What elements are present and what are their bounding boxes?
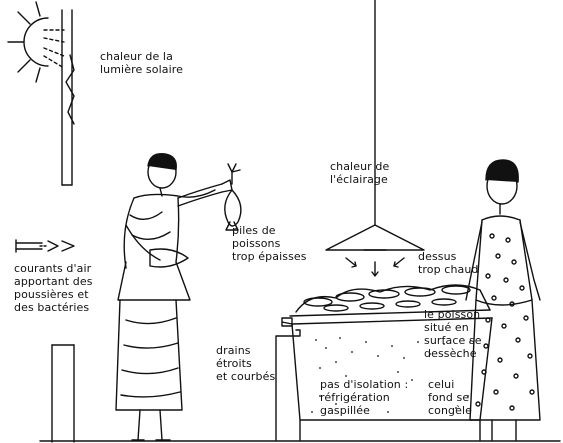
air-current-arrows	[16, 240, 74, 252]
ceiling-lamp	[326, 0, 424, 276]
sun-icon	[8, 2, 48, 82]
label-top-too-hot: dessus trop chaud	[418, 250, 479, 276]
girl-standing	[466, 160, 540, 440]
label-surface-fish: le poisson situé en surface se dessèche	[424, 308, 482, 360]
label-fish-piles: piles de poissons trop épaisses	[232, 224, 307, 263]
label-air-currents: courants d'air apportant des poussières …	[14, 262, 93, 314]
door	[52, 345, 74, 442]
window-frame	[62, 10, 74, 185]
woman-holding-fish	[116, 154, 241, 440]
label-drains: drains étroits et courbés	[216, 344, 275, 383]
label-lamp-heat: chaleur de l'éclairage	[330, 160, 389, 186]
label-sun-heat: chaleur de la lumière solaire	[100, 50, 183, 76]
label-bottom-freezes: celui fond se congèle	[428, 378, 472, 417]
sun-rays	[44, 30, 64, 68]
label-no-insulation: pas d'isolation : réfrigération gaspillé…	[320, 378, 408, 417]
